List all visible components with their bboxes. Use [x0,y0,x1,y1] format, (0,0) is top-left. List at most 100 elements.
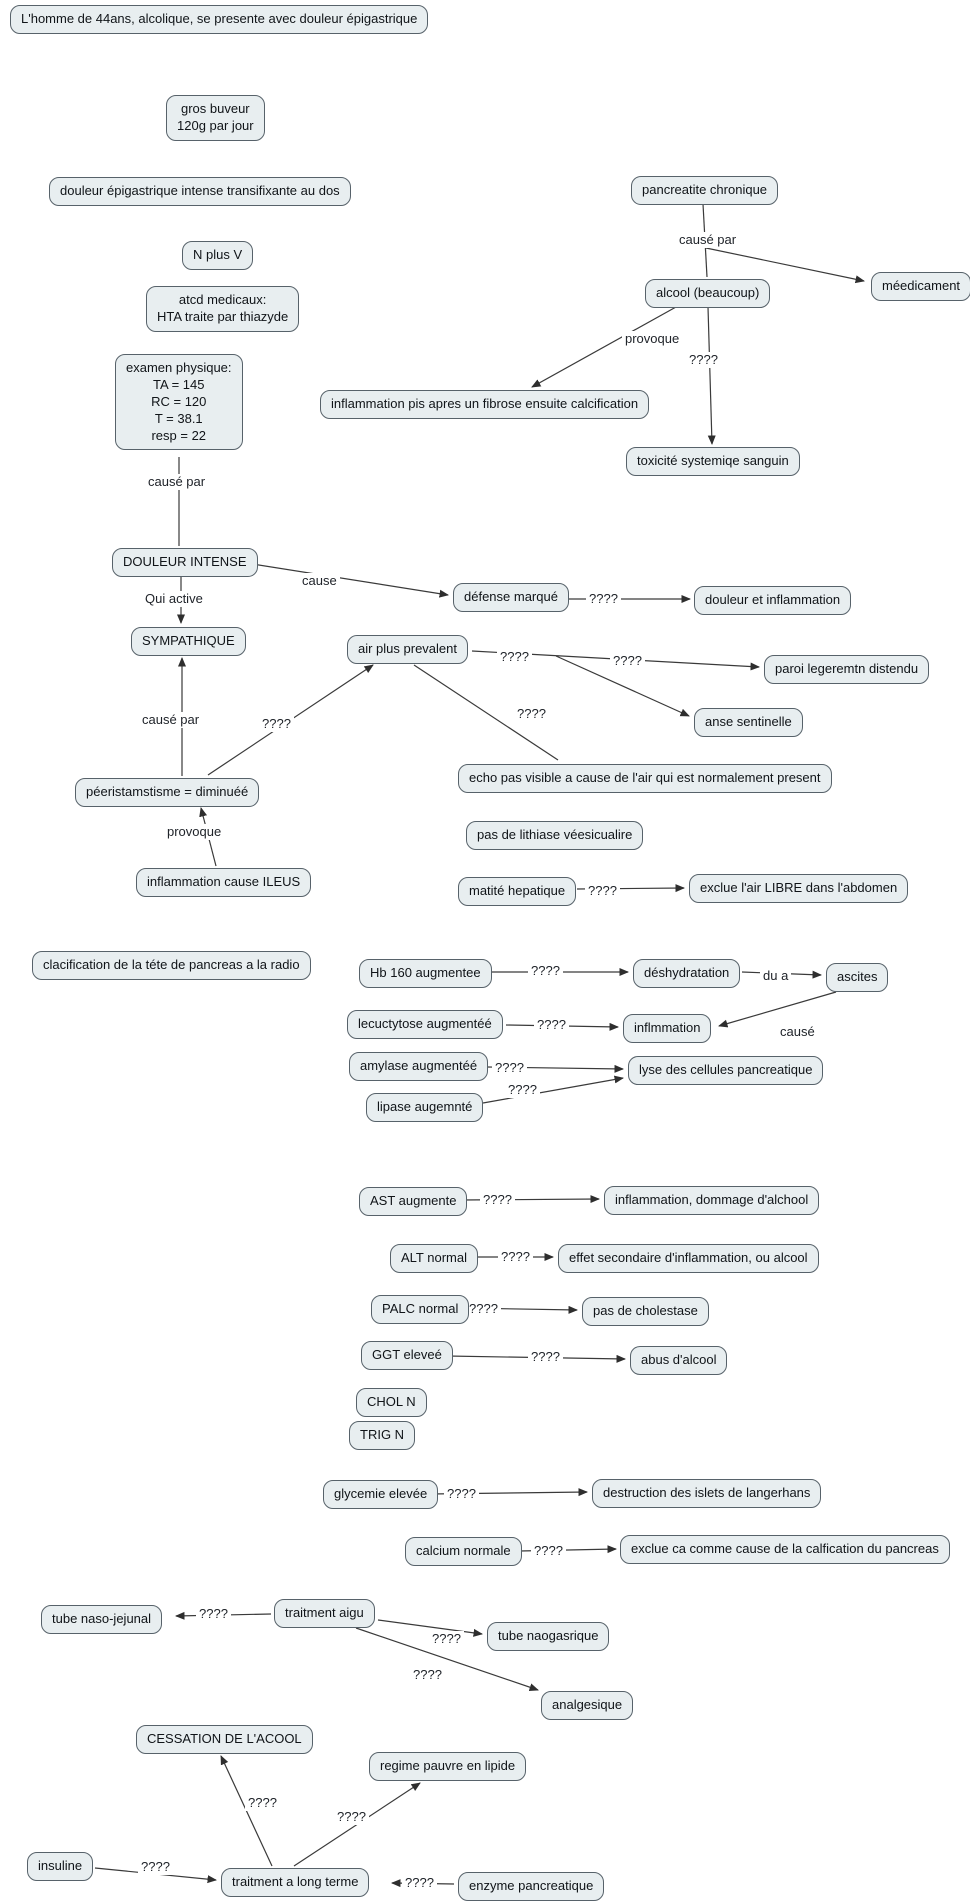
link-label[interactable]: ???? [245,1795,280,1811]
node-inflmmation[interactable]: inflmmation [623,1014,712,1043]
node-atcd-medicaux[interactable]: atcd medicaux:HTA traite par thiazyde [146,286,300,332]
link-label[interactable]: ???? [444,1486,479,1502]
node-defense-marquee[interactable]: défense marqué [453,583,569,612]
node-traitement-long-terme[interactable]: traitment a long terme [221,1868,370,1897]
node-pas-de-lithiase[interactable]: pas de lithiase véesicualire [466,821,644,850]
link-label[interactable]: provoque [622,331,683,347]
node-ast[interactable]: AST augmente [359,1187,468,1216]
node-amylase[interactable]: amylase augmentéé [349,1052,489,1081]
link-label[interactable]: ???? [259,716,294,732]
node-exclue-calcification[interactable]: exclue ca comme cause de la calfication … [620,1535,950,1564]
node-glycemie[interactable]: glycemie elevée [323,1480,439,1509]
node-alt[interactable]: ALT normal [390,1244,478,1273]
edge-pancreatite-chronique--medicament [705,247,865,284]
node-lyse-cellules[interactable]: lyse des cellules pancreatique [628,1056,824,1085]
node-douleur-intense[interactable]: DOULEUR INTENSE [112,548,258,577]
node-anse-sentinelle[interactable]: anse sentinelle [694,708,803,737]
link-label[interactable]: ???? [466,1301,501,1317]
node-tube-nasogastrique[interactable]: tube naogasrique [487,1622,610,1651]
link-label[interactable]: ???? [686,352,721,368]
link-label[interactable]: ???? [528,963,563,979]
link-label[interactable]: ???? [505,1082,540,1098]
node-matite-hepatique[interactable]: matité hepatique [458,877,577,906]
node-tube-naso-jejunal[interactable]: tube naso-jejunal [41,1605,163,1634]
link-label[interactable]: ???? [498,1249,533,1265]
node-sympathique[interactable]: SYMPATHIQUE [131,627,246,656]
edge-alcool--inflammation-fibrose-calcification [531,306,677,388]
link-label[interactable]: causé [777,1024,818,1040]
link-label[interactable]: ???? [528,1349,563,1365]
node-pas-de-cholestase[interactable]: pas de cholestase [582,1297,709,1326]
edge-ascites--inflmmation [718,991,837,1028]
link-label[interactable]: ???? [429,1631,464,1647]
node-ascites[interactable]: ascites [826,963,889,992]
edge-traitement-long-terme--cessation-alcool [220,1755,273,1867]
node-medicament[interactable]: méedicament [871,272,970,301]
link-label[interactable]: ???? [196,1606,231,1622]
node-destruction-islets[interactable]: destruction des islets de langerhans [592,1479,822,1508]
node-leucocytose[interactable]: lecuctytose augmentéé [347,1010,503,1039]
node-n-plus-v[interactable]: N plus V [182,241,254,270]
link-label[interactable]: ???? [402,1875,437,1891]
node-peristaltisme-diminue[interactable]: péeristamstisme = diminuéé [75,778,260,807]
node-calcium-normal[interactable]: calcium normale [405,1537,522,1566]
node-patient[interactable]: L'homme de 44ans, alcolique, se presente… [10,5,429,34]
node-traitement-aigu[interactable]: traitment aigu [274,1599,375,1628]
node-air-plus-prevalent[interactable]: air plus prevalent [347,635,468,664]
link-label[interactable]: ???? [497,649,532,665]
node-calcification-radio[interactable]: clacification de la téte de pancreas a l… [32,951,311,980]
link-label[interactable]: ???? [610,653,645,669]
link-label[interactable]: ???? [585,883,620,899]
node-toxicite-systemique[interactable]: toxicité systemiqe sanguin [626,447,800,476]
edge-traitement-aigu--analgesique [355,1627,539,1692]
link-label[interactable]: Qui active [142,591,206,607]
edge-air-plus-prevalent--echo-pas-visible [413,664,559,761]
node-regime-pauvre-lipide[interactable]: regime pauvre en lipide [369,1752,527,1781]
node-cessation-alcool[interactable]: CESSATION DE L'ACOOL [136,1725,313,1754]
node-hb-augmentee[interactable]: Hb 160 augmentee [359,959,492,988]
node-palc[interactable]: PALC normal [371,1295,470,1324]
node-analgesique[interactable]: analgesique [541,1691,634,1720]
node-line: T = 38.1 [154,410,203,426]
node-trig-n[interactable]: TRIG N [349,1421,416,1450]
node-douleur-epigastrique[interactable]: douleur épigastrique intense transifixan… [49,177,351,206]
node-alcool[interactable]: alcool (beaucoup) [645,279,771,308]
link-label[interactable]: cause [299,573,340,589]
link-label[interactable]: du a [760,968,792,984]
link-label[interactable]: ???? [480,1192,515,1208]
link-label[interactable]: ???? [334,1809,369,1825]
link-label[interactable]: causé par [139,712,203,728]
node-line: examen physique: [126,360,232,375]
link-label[interactable]: ???? [492,1060,527,1076]
node-inflammation-dommage-alcool[interactable]: inflammation, dommage d'alchool [604,1186,820,1215]
link-label[interactable]: ???? [531,1543,566,1559]
node-line: HTA traite par thiazyde [157,308,289,324]
node-insuline[interactable]: insuline [27,1852,94,1881]
link-label[interactable]: causé par [676,232,740,248]
node-inflammation-ileus[interactable]: inflammation cause ILEUS [136,868,312,897]
node-pancreatite-chronique[interactable]: pancreatite chronique [631,176,779,205]
node-douleur-et-inflammation[interactable]: douleur et inflammation [694,586,852,615]
node-paroi-distendue[interactable]: paroi legeremtn distendu [764,655,930,684]
node-enzyme-pancreatique[interactable]: enzyme pancreatique [458,1872,605,1901]
node-chol-n[interactable]: CHOL N [356,1388,427,1417]
link-label[interactable]: causé par [145,474,209,490]
node-deshydratation[interactable]: déshydratation [633,959,741,988]
link-label[interactable]: ???? [586,591,621,607]
node-exclue-air-libre[interactable]: exclue l'air LIBRE dans l'abdomen [689,874,909,903]
edge-douleur-intense--defense-marquee [239,561,449,598]
link-label[interactable]: ???? [534,1017,569,1033]
node-abus-alcool[interactable]: abus d'alcool [630,1346,728,1375]
link-label[interactable]: ???? [138,1859,173,1875]
node-echo-pas-visible[interactable]: echo pas visible a cause de l'air qui es… [458,764,832,793]
edge-traitement-aigu--tube-nasogastrique [377,1619,483,1637]
node-effet-secondaire[interactable]: effet secondaire d'inflammation, ou alco… [558,1244,819,1273]
node-ggt[interactable]: GGT eleveé [361,1341,453,1370]
link-label[interactable]: ???? [410,1667,445,1683]
node-inflammation-fibrose-calcification[interactable]: inflammation pis apres un fibrose ensuit… [320,390,650,419]
link-label[interactable]: provoque [164,824,225,840]
link-label[interactable]: ???? [514,706,549,722]
node-lipase[interactable]: lipase augemnté [366,1093,484,1122]
